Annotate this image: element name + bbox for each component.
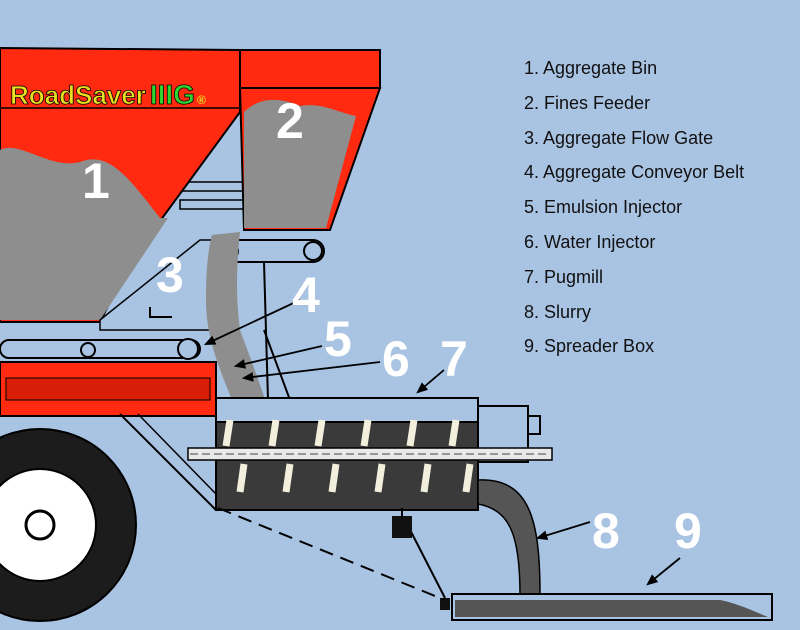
aggregate-conveyor-pulley	[177, 338, 199, 360]
pugmill-paddle	[268, 419, 280, 447]
pugmill-paddle	[314, 419, 326, 447]
legend-item: 1. Aggregate Bin	[524, 58, 658, 78]
frame-brace-inner	[137, 413, 217, 495]
callout-emulsion-injector: 5	[324, 311, 352, 367]
legend-item: 8. Slurry	[524, 301, 592, 322]
brand-model: IIIG	[150, 79, 195, 110]
chassis-frame-inset	[5, 377, 211, 401]
fines-feeder-load	[244, 99, 356, 228]
callout-spreader-box: 9	[674, 503, 702, 559]
pugmill-gearbox-cap	[527, 415, 541, 435]
pugmill-paddles	[222, 419, 474, 493]
pugmill-paddle	[328, 463, 340, 493]
arrow-conveyor-belt	[203, 299, 301, 345]
tow-link-dashed	[217, 507, 446, 601]
spreader-box-hitch	[440, 598, 450, 610]
arrow-pugmill	[416, 369, 445, 394]
pugmill-paddle	[236, 463, 248, 493]
callout-aggregate-conveyor-belt: 4	[292, 267, 320, 323]
frame-brace	[119, 413, 217, 511]
callout-aggregate-flow-gate: 3	[156, 247, 184, 303]
brand-name: RoadSaver	[10, 80, 146, 110]
fines-feeder-top	[239, 49, 381, 89]
callout-arrows	[203, 299, 681, 586]
arrow-water-injector	[241, 361, 381, 382]
spreader-box-slurry	[455, 600, 768, 617]
pugmill-support-block	[392, 516, 412, 538]
pugmill-paddle	[462, 463, 474, 493]
arrow-emulsion-injector	[233, 345, 323, 369]
callout-aggregate-bin: 1	[82, 153, 110, 209]
aggregate-conveyor-roller	[80, 342, 96, 358]
fines-conveyor-hanger	[263, 261, 269, 401]
component-legend: 1. Aggregate Bin 2. Fines Feeder 3. Aggr…	[524, 54, 744, 367]
aggregate-stream	[206, 232, 272, 420]
legend-item: 7. Pugmill	[524, 266, 604, 287]
callout-pugmill: 7	[440, 331, 468, 387]
legend-item: 3. Aggregate Flow Gate	[524, 127, 714, 148]
pugmill-paddle	[406, 419, 418, 447]
pugmill-hood	[215, 397, 479, 423]
aggregate-conveyor-belt	[0, 339, 201, 359]
callout-slurry: 8	[592, 503, 620, 559]
pugmill-paddle	[374, 463, 386, 493]
arrow-slurry	[535, 521, 591, 540]
brand-registered-mark: ®	[197, 93, 206, 107]
slurry-chute	[477, 479, 541, 596]
callout-fines-feeder: 2	[276, 93, 304, 149]
legend-item: 6. Water Injector	[524, 231, 656, 252]
arrow-spreader-box	[646, 557, 681, 586]
callout-water-injector: 6	[382, 331, 410, 387]
fines-conveyor-pulley-right	[303, 241, 323, 261]
pugmill-paddle	[360, 419, 372, 447]
pugmill-paddle	[222, 419, 234, 447]
legend-item: 2. Fines Feeder	[524, 92, 651, 113]
legend-item: 5. Emulsion Injector	[524, 197, 683, 218]
pugmill-paddle	[420, 463, 432, 493]
frame-strut-lower	[179, 199, 247, 210]
aggregate-flow-gate-lever	[149, 307, 172, 318]
aggregate-bin-load	[0, 147, 168, 320]
frame-strut-upper	[179, 181, 247, 192]
fines-conveyor-brace	[263, 329, 291, 401]
pugmill-paddle	[282, 463, 294, 493]
pugmill-paddle	[448, 419, 460, 447]
legend-item: 4. Aggregate Conveyor Belt	[524, 162, 745, 183]
legend-item: 9. Spreader Box	[524, 336, 655, 357]
truck-hub	[24, 509, 56, 541]
